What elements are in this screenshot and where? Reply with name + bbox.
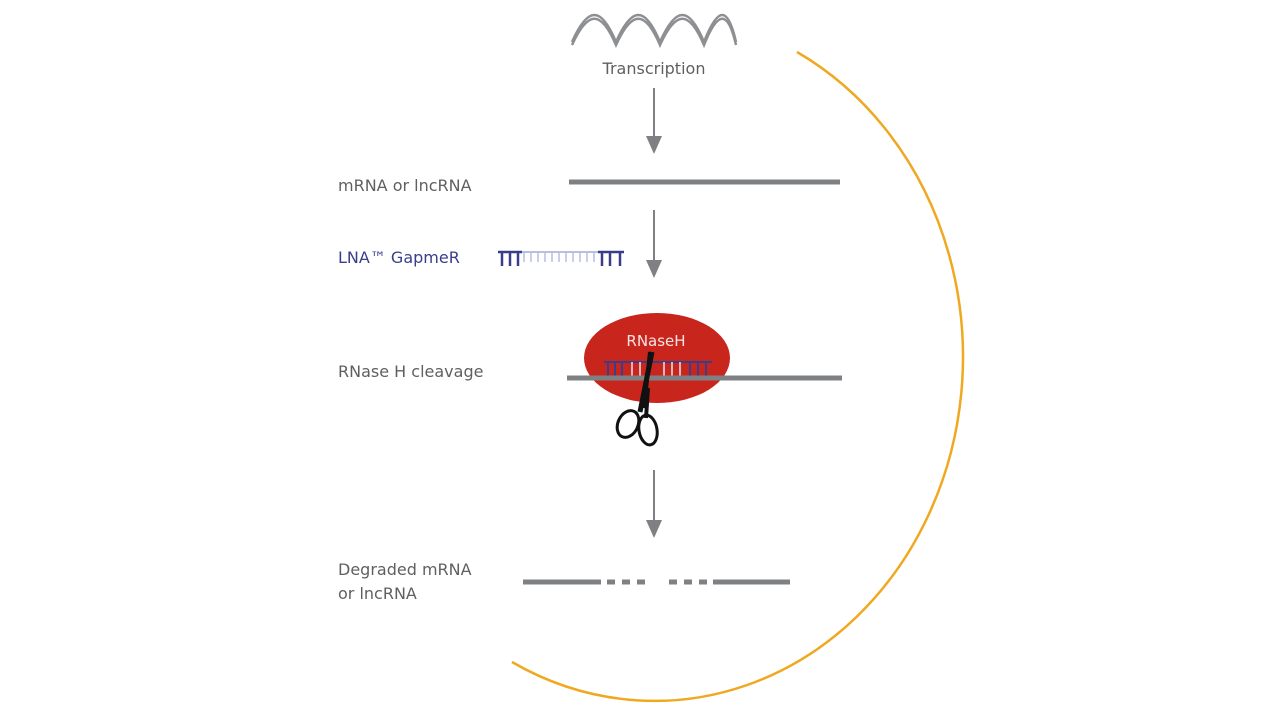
arrow-down-icon <box>646 88 662 154</box>
arrow-down-icon <box>646 210 662 278</box>
degraded-label-line-2: or lncRNA <box>338 584 417 603</box>
cleavage-label: RNase H cleavage <box>338 362 483 381</box>
gapmer-label: LNA™ GapmeR <box>338 248 460 267</box>
rnase-h-label: RNaseH <box>626 332 685 350</box>
rnase-h-enzyme <box>584 313 730 403</box>
mrna-label: mRNA or lncRNA <box>338 176 472 195</box>
cell-membrane-arc <box>511 50 965 703</box>
dna-helix-icon <box>570 13 738 49</box>
gapmer-oligo-icon <box>498 250 624 266</box>
transcription-label: Transcription <box>602 59 706 78</box>
arrow-down-icon <box>646 470 662 538</box>
degraded-label: Degraded mRNA or lncRNA <box>338 560 477 603</box>
scissors-icon <box>615 351 659 447</box>
degraded-label-line-1: Degraded mRNA <box>338 560 472 579</box>
